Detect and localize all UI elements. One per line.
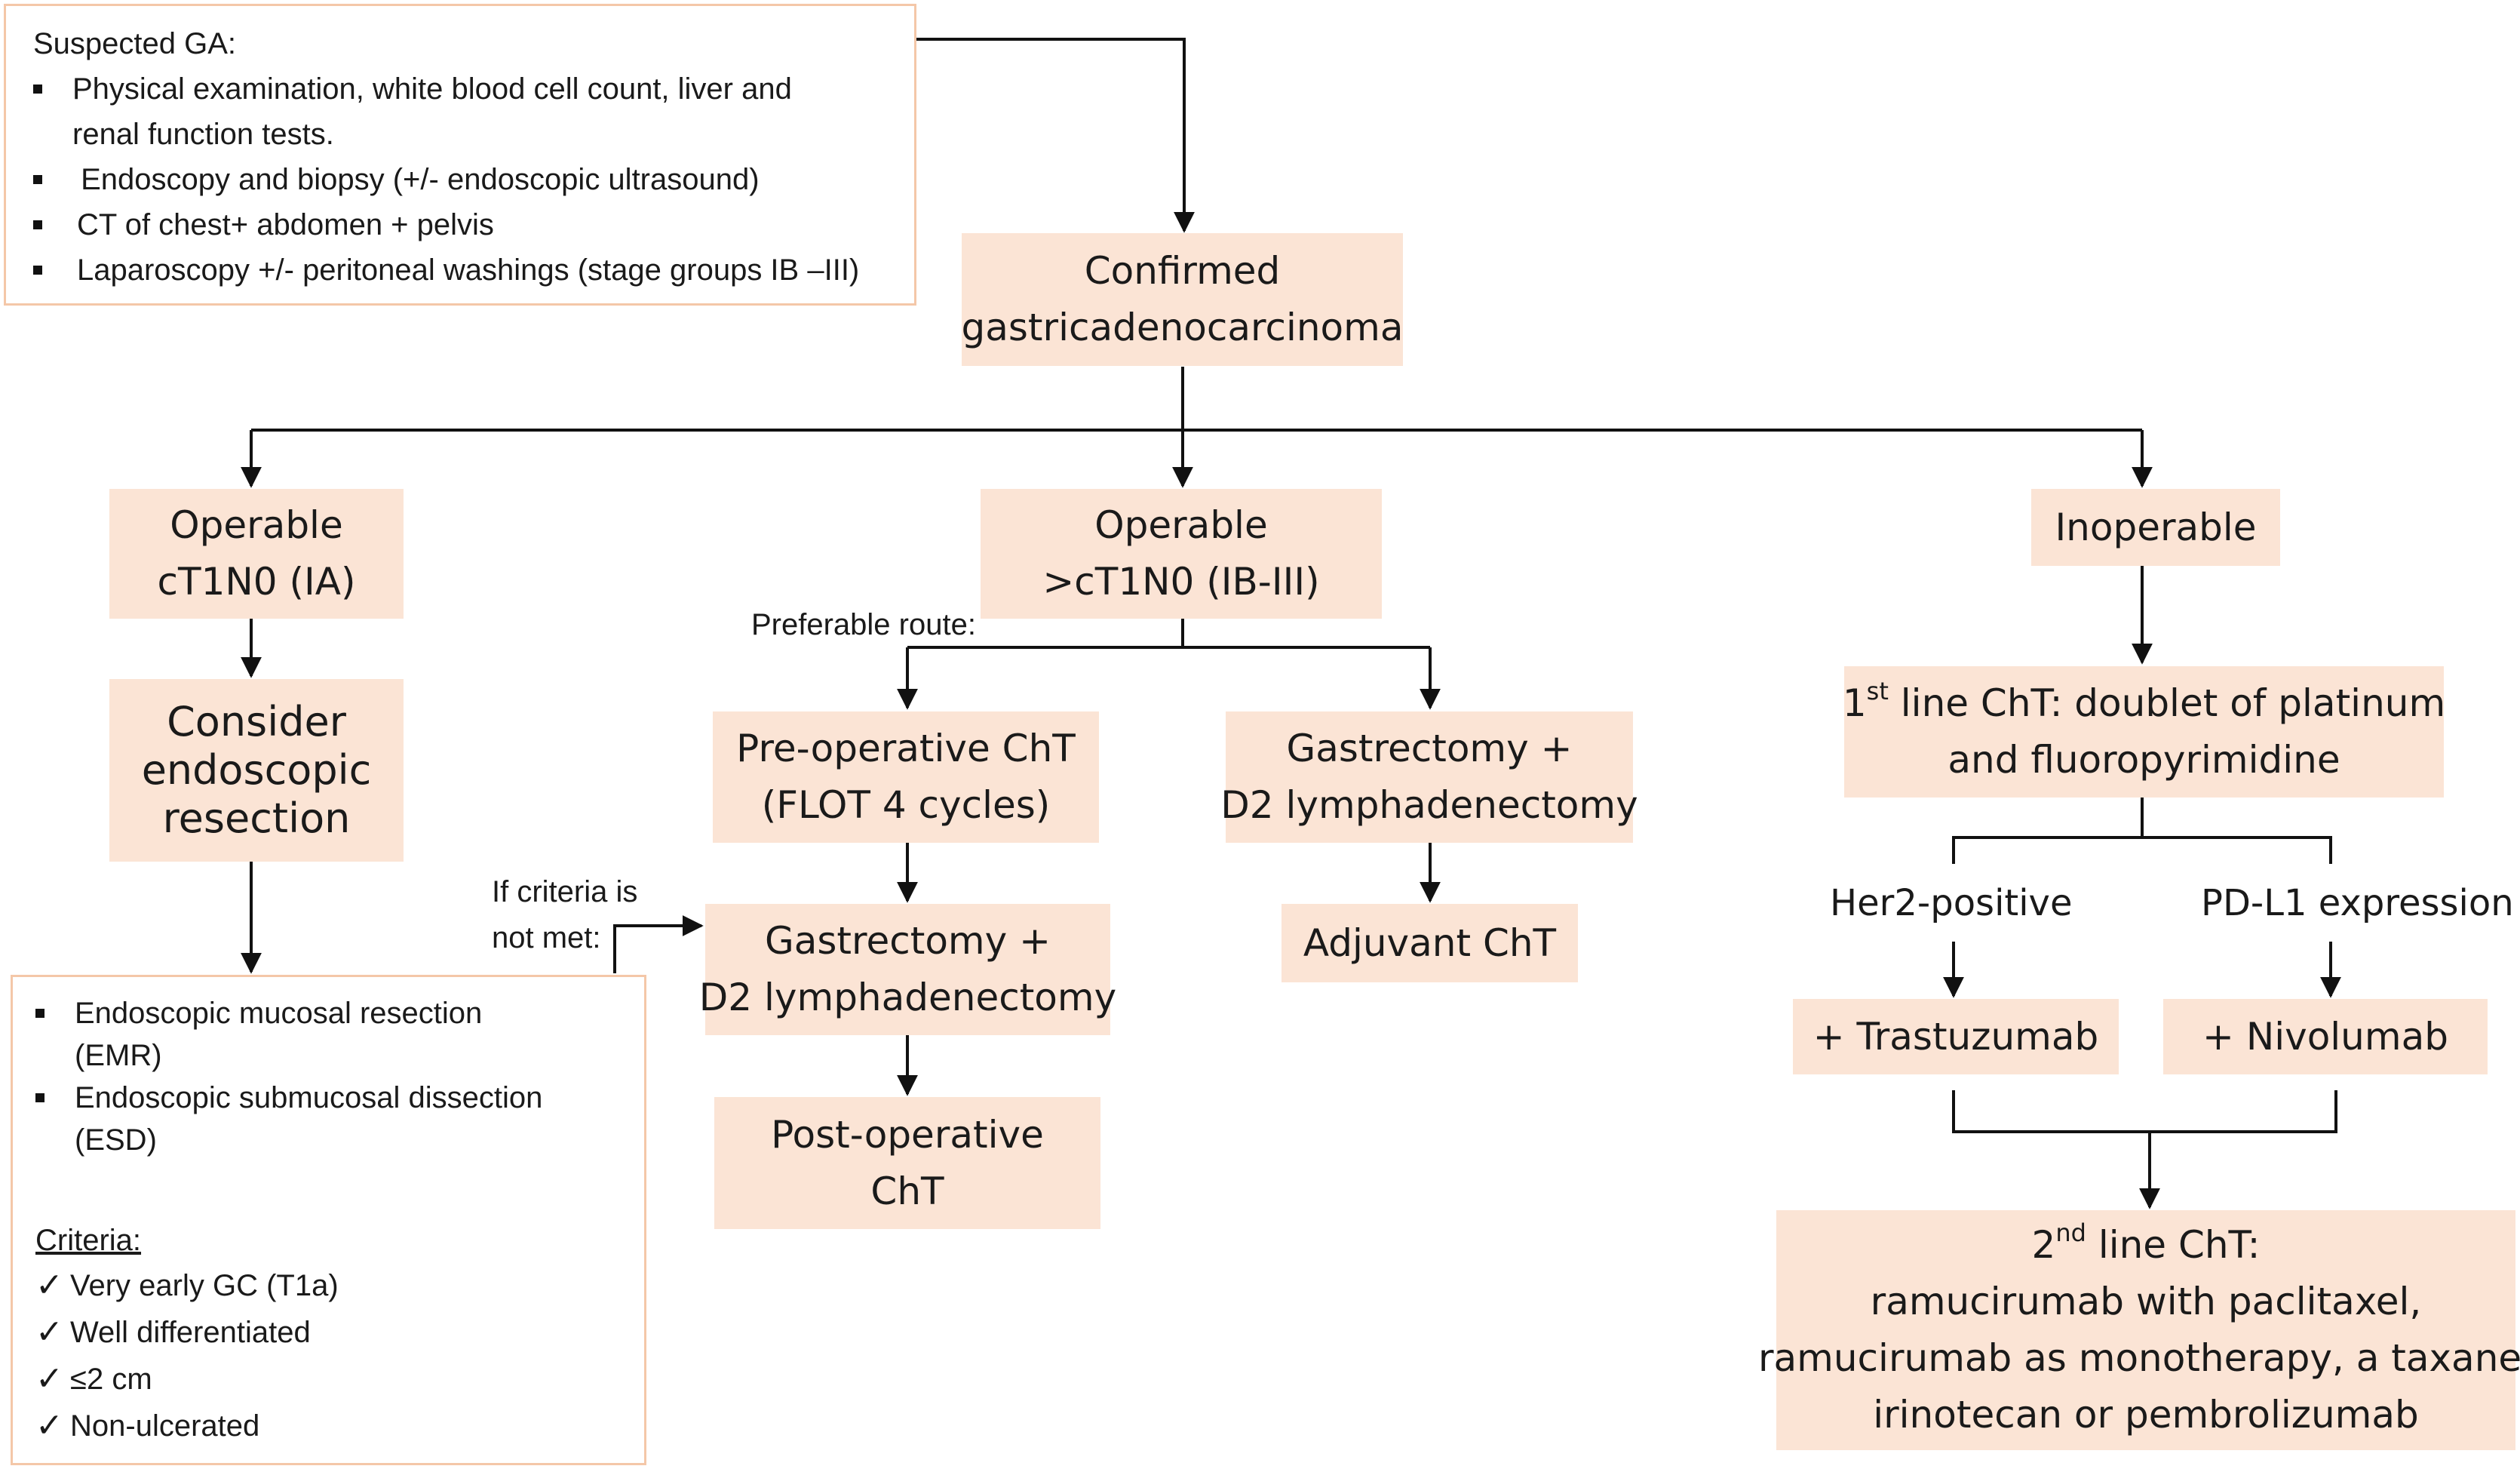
preferable-route-label: Preferable route: (751, 608, 976, 641)
suspected-ga-panel: Suspected GA: Physical examination, whit… (4, 4, 916, 306)
workup-item-endoscopy: Endoscopy and biopsy (+/- endoscopic ult… (33, 157, 892, 202)
criteria-not-met-label: If criteria is not met: (492, 875, 638, 954)
confirmed-box: Confirmed gastricadenocarcinoma (962, 233, 1404, 366)
first-line-cht-box: 1st line ChT: doublet of platinum and fl… (1843, 666, 2445, 798)
endoscopic-resection-box: Consider endoscopic resection (109, 679, 404, 862)
criterion-t1a: ✓ Very early GC (T1a) (35, 1262, 629, 1309)
pdl1-expression-label: PD-L1 expression (2201, 882, 2514, 924)
preoperative-cht-box: Pre-operative ChT (FLOT 4 cycles) (713, 711, 1099, 843)
line-biomarker-branch (1952, 836, 2332, 864)
checkmark-icon: ✓ (35, 1314, 63, 1351)
option-esd: Endoscopic submucosal dissection (ESD) (35, 1077, 629, 1161)
bullet-square-icon (33, 220, 42, 229)
checkmark-icon: ✓ (35, 1360, 63, 1397)
workup-item-ct: CT of chest+ abdomen + pelvis (33, 202, 892, 247)
suspected-ga-title: Suspected GA: (33, 27, 237, 60)
inoperable-box: Inoperable (2031, 489, 2280, 566)
bullet-square-icon (35, 1009, 45, 1018)
adjuvant-cht-box: Adjuvant ChT (1281, 904, 1578, 982)
postoperative-cht-box: Post-operative ChT (714, 1097, 1100, 1229)
criteria-title: Criteria: (35, 1224, 142, 1257)
criterion-size: ✓ ≤2 cm (35, 1356, 629, 1403)
operable-ia-box: Operable cT1N0 (IA) (109, 489, 404, 619)
workup-item-laparoscopy: Laparoscopy +/- peritoneal washings (sta… (33, 247, 892, 293)
checkmark-icon: ✓ (35, 1267, 63, 1304)
operable-ib-box: Operable >cT1N0 (IB-III) (981, 489, 1382, 619)
criterion-non-ulcerated: ✓ Non-ulcerated (35, 1403, 629, 1449)
endoscopic-options-panel: Endoscopic mucosal resection (EMR) Endos… (11, 975, 646, 1465)
checkmark-icon: ✓ (35, 1407, 63, 1444)
bullet-square-icon (33, 175, 42, 184)
arrow-criteria-not-met (613, 915, 704, 973)
gastrectomy-box-middle: Gastrectomy + D2 lymphadenectomy (699, 904, 1116, 1035)
bullet-square-icon (35, 1093, 45, 1102)
trastuzumab-box: + Trastuzumab (1793, 999, 2119, 1074)
bullet-square-icon (33, 85, 42, 94)
criterion-differentiated: ✓ Well differentiated (35, 1309, 629, 1356)
option-emr: Endoscopic mucosal resection (EMR) (35, 992, 629, 1077)
her2-positive-label: Her2-positive (1830, 882, 2073, 924)
second-line-cht-box: 2nd line ChT: ramucirumab with paclitaxe… (1758, 1210, 2520, 1450)
arrow-suspected-to-confirmed (916, 38, 1195, 233)
gastrectomy-box-right: Gastrectomy + D2 lymphadenectomy (1220, 711, 1638, 843)
nivolumab-box: + Nivolumab (2163, 999, 2488, 1074)
bullet-square-icon (33, 266, 42, 275)
workup-item-exam: Physical examination, white blood cell c… (33, 66, 892, 157)
line-merge-targeted (1952, 1090, 2337, 1133)
